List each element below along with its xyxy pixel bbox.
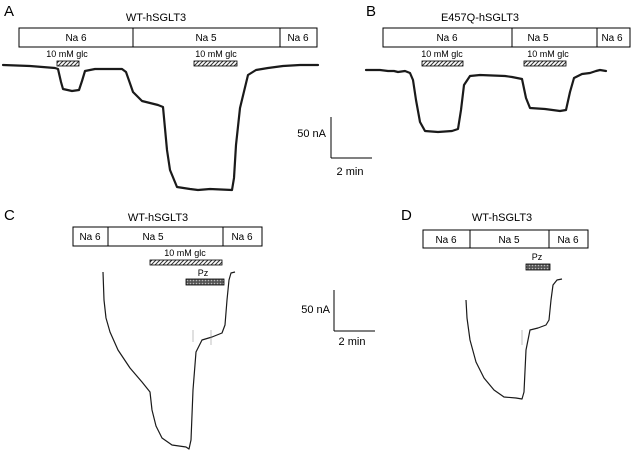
panel-a-scale-time: 2 min	[337, 166, 364, 178]
panel-d-seg-2: Na 5	[498, 235, 520, 246]
panel-c-seg-3: Na 6	[231, 232, 253, 243]
panel-b-seg-3: Na 6	[601, 33, 623, 44]
panel-a-label: A	[4, 3, 14, 20]
panel-b-glc-bar-1	[421, 60, 464, 67]
panel-d-current-trace	[465, 278, 563, 400]
panel-b-glc-label-2: 10 mM glc	[527, 49, 569, 59]
panel-b-seg-1: Na 6	[436, 33, 458, 44]
panel-b-current-trace	[364, 68, 608, 134]
panel-c-seg-2: Na 5	[142, 232, 164, 243]
panel-a-scalebar: 50 nA 2 min	[297, 117, 372, 178]
panel-a-glc-bar-2	[193, 60, 238, 67]
panel-c-seg-1: Na 6	[79, 232, 101, 243]
bottom-scalebar: 50 nA 2 min	[301, 290, 375, 348]
panel-b-solution-bar: Na 6 Na 5 Na 6	[382, 27, 631, 48]
panel-b-glc-label-1: 10 mM glc	[421, 49, 463, 59]
bottom-scale-time: 2 min	[339, 336, 366, 348]
panel-c-solution-bar: Na 6 Na 5 Na 6	[72, 226, 263, 247]
panel-a-title: WT-hSGLT3	[126, 12, 186, 24]
panel-d: D WT-hSGLT3 Na 6 Na 5 Na 6 Pz	[401, 207, 589, 400]
panel-a-seg-1: Na 6	[65, 33, 87, 44]
panel-a-current-trace	[1, 63, 320, 192]
panel-b-title: E457Q-hSGLT3	[441, 12, 519, 24]
panel-d-title: WT-hSGLT3	[472, 212, 532, 224]
panel-d-solution-bar: Na 6 Na 5 Na 6	[422, 229, 589, 249]
panel-c-pz-bar	[185, 278, 225, 286]
panel-d-seg-1: Na 6	[435, 235, 457, 246]
panel-d-pz-label: Pz	[532, 252, 543, 262]
panel-a-seg-3: Na 6	[287, 33, 309, 44]
panel-c-glc-bar	[149, 259, 223, 266]
panel-c-title: WT-hSGLT3	[128, 212, 188, 224]
panel-a: A WT-hSGLT3 Na 6 Na 5 Na 6 10 mM glc 10 …	[1, 3, 372, 192]
panel-a-glc-label-2: 10 mM glc	[195, 49, 237, 59]
panel-a-scale-current: 50 nA	[297, 128, 326, 140]
panel-b-label: B	[366, 3, 376, 20]
panel-a-solution-bar: Na 6 Na 5 Na 6	[18, 27, 318, 48]
panel-c: C WT-hSGLT3 Na 6 Na 5 Na 6 10 mM glc Pz	[4, 207, 263, 450]
panel-b-seg-2: Na 5	[527, 33, 549, 44]
panel-d-label: D	[401, 207, 412, 224]
bottom-scale-current: 50 nA	[301, 304, 330, 316]
panel-a-seg-2: Na 5	[195, 33, 217, 44]
panel-b-glc-bar-2	[523, 60, 567, 67]
panel-a-glc-bar-1	[56, 60, 80, 67]
panel-d-seg-3: Na 6	[557, 235, 579, 246]
panel-b: B E457Q-hSGLT3 Na 6 Na 5 Na 6 10 mM glc …	[364, 3, 631, 134]
panel-c-current-trace	[102, 271, 236, 450]
panel-c-pz-label: Pz	[198, 268, 209, 278]
panel-d-pz-bar	[525, 263, 551, 271]
panel-c-glc-label: 10 mM glc	[164, 248, 206, 258]
panel-c-label: C	[4, 207, 15, 224]
panel-a-glc-label-1: 10 mM glc	[46, 49, 88, 59]
